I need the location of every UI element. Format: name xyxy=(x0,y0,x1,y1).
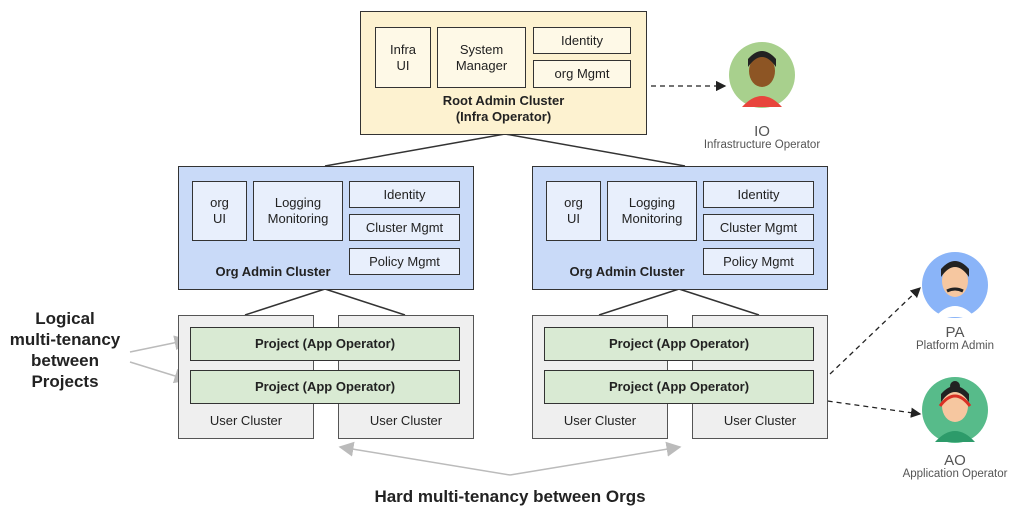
persona-name: Infrastructure Operator xyxy=(703,139,821,151)
project-box: Project (App Operator) xyxy=(190,370,460,404)
cluster-mgmt-box: Cluster Mgmt xyxy=(703,214,814,241)
persona-avatar-io xyxy=(729,42,795,108)
persona-abbr: IO xyxy=(754,123,770,140)
persona-name: Platform Admin xyxy=(916,340,994,352)
org-ui-box: org UI xyxy=(546,181,601,241)
root-title: Root Admin Cluster xyxy=(442,93,565,108)
org-title: Org Admin Cluster xyxy=(215,264,331,279)
project-box: Project (App Operator) xyxy=(544,327,814,361)
persona-abbr: PA xyxy=(945,324,965,341)
root-to-org-left-line xyxy=(324,133,506,167)
policy-mgmt-box: Policy Mgmt xyxy=(349,248,460,275)
persona-avatar-pa xyxy=(922,252,988,318)
org-ui-box: org UI xyxy=(192,181,247,241)
hard-multitenancy-label: Hard multi-tenancy between Orgs xyxy=(374,487,646,506)
infra-ui-box: Infra UI xyxy=(375,27,431,88)
project-box: Project (App Operator) xyxy=(190,327,460,361)
logging-monitoring-box: Logging Monitoring xyxy=(607,181,697,241)
identity-box: Identity xyxy=(703,181,814,208)
logging-monitoring-box: Logging Monitoring xyxy=(253,181,343,241)
identity-box: Identity xyxy=(349,181,460,208)
logical-multitenancy-label: Logical multi-tenancy between Projects xyxy=(9,309,121,391)
policy-mgmt-box: Policy Mgmt xyxy=(703,248,814,275)
root-to-org-right-line xyxy=(504,133,686,167)
persona-name: Application Operator xyxy=(902,468,1008,480)
pa-dashed-arrow xyxy=(829,287,921,375)
cluster-mgmt-box: Cluster Mgmt xyxy=(349,214,460,241)
root-subtitle: (Infra Operator) xyxy=(455,109,552,124)
org-mgmt-box: org Mgmt xyxy=(533,60,631,88)
project-box: Project (App Operator) xyxy=(544,370,814,404)
org-title: Org Admin Cluster xyxy=(569,264,685,279)
system-manager-box: System Manager xyxy=(437,27,526,88)
identity-box: Identity xyxy=(533,27,631,54)
persona-avatar-ao xyxy=(922,377,988,443)
persona-abbr: AO xyxy=(944,452,966,469)
